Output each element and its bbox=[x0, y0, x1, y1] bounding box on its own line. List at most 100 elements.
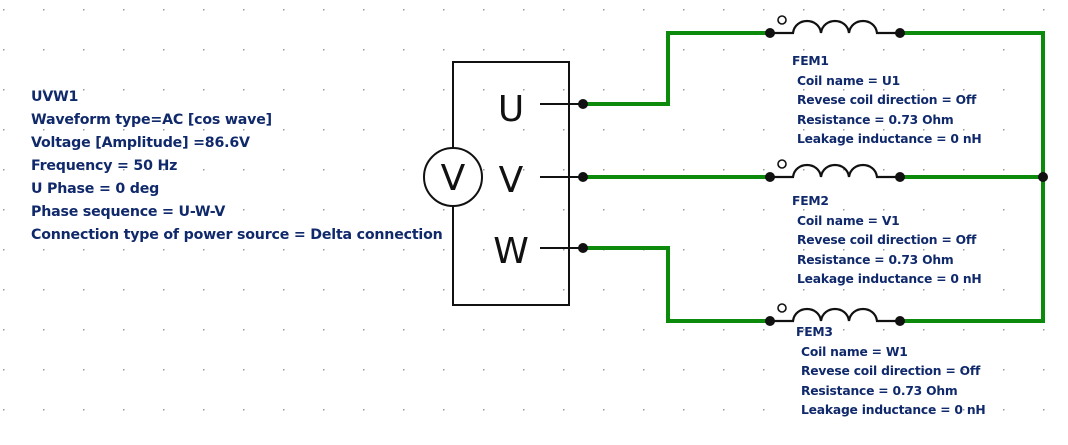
grid-dot bbox=[763, 369, 765, 371]
coil-terminal-in[interactable] bbox=[765, 28, 775, 38]
power-source-uvw1[interactable]: V U V W bbox=[423, 61, 583, 306]
grid-dot bbox=[683, 289, 685, 291]
grid-dot bbox=[203, 369, 205, 371]
coil-property: Revese coil direction = Off bbox=[801, 364, 981, 378]
grid-dot bbox=[1003, 369, 1005, 371]
terminal-dot-v[interactable] bbox=[578, 172, 588, 182]
grid-dot bbox=[483, 249, 485, 251]
grid-dot bbox=[683, 129, 685, 131]
junction-dot-bus[interactable] bbox=[1038, 172, 1048, 182]
grid-dot bbox=[163, 49, 165, 51]
grid-dot bbox=[243, 409, 245, 411]
grid-dot bbox=[683, 329, 685, 331]
grid-dot bbox=[363, 129, 365, 131]
grid-dot bbox=[443, 9, 445, 11]
terminal-dot-w[interactable] bbox=[578, 243, 588, 253]
grid-dot bbox=[3, 329, 5, 331]
wire-u[interactable] bbox=[583, 31, 770, 106]
coil-label-fem2[interactable]: FEM2 Coil name = V1 Revese coil directio… bbox=[792, 192, 982, 290]
grid-dot bbox=[243, 9, 245, 11]
grid-dot bbox=[883, 169, 885, 171]
grid-dot bbox=[403, 409, 405, 411]
grid-dot bbox=[803, 49, 805, 51]
grid-dot bbox=[123, 169, 125, 171]
grid-dot bbox=[723, 329, 725, 331]
grid-dot bbox=[763, 249, 765, 251]
grid-dot bbox=[963, 409, 965, 411]
grid-dot bbox=[83, 89, 85, 91]
coil-symbol-fem3[interactable] bbox=[765, 303, 905, 326]
grid-dot bbox=[43, 89, 45, 91]
grid-dot bbox=[723, 249, 725, 251]
grid-dot bbox=[283, 329, 285, 331]
grid-dot bbox=[363, 49, 365, 51]
grid-dot bbox=[563, 409, 565, 411]
grid-dot bbox=[123, 249, 125, 251]
grid-dot bbox=[523, 369, 525, 371]
grid-dot bbox=[43, 409, 45, 411]
grid-dot bbox=[523, 209, 525, 211]
grid-dot bbox=[603, 329, 605, 331]
grid-dot bbox=[523, 89, 525, 91]
grid-dot bbox=[763, 89, 765, 91]
grid-dot bbox=[923, 49, 925, 51]
grid-dot bbox=[803, 9, 805, 11]
grid-dot bbox=[403, 89, 405, 91]
coil-terminal-in[interactable] bbox=[765, 316, 775, 326]
coil-property: Coil name = U1 bbox=[797, 73, 900, 88]
grid-dot bbox=[163, 409, 165, 411]
grid-dot bbox=[363, 289, 365, 291]
grid-dot bbox=[523, 129, 525, 131]
grid-dot bbox=[883, 209, 885, 211]
grid-dot bbox=[3, 9, 5, 11]
grid-dot bbox=[243, 249, 245, 251]
grid-dot bbox=[163, 209, 165, 211]
grid-dot bbox=[483, 89, 485, 91]
grid-dot bbox=[443, 89, 445, 91]
coil-property: Revese coil direction = Off bbox=[797, 233, 977, 247]
grid-dot bbox=[563, 289, 565, 291]
coil-symbol-fem2[interactable] bbox=[765, 159, 905, 182]
grid-dot bbox=[283, 9, 285, 11]
coil-label-fem1[interactable]: FEM1 Coil name = U1 Revese coil directio… bbox=[792, 52, 982, 150]
grid-dot bbox=[83, 49, 85, 51]
grid-dot bbox=[283, 289, 285, 291]
source-voltage-amplitude: Voltage [Amplitude] =86.6V bbox=[31, 135, 250, 151]
grid-dot bbox=[83, 329, 85, 331]
grid-dot bbox=[723, 89, 725, 91]
grid-dot bbox=[483, 169, 485, 171]
grid-dot bbox=[883, 329, 885, 331]
grid-dot bbox=[363, 9, 365, 11]
grid-dot bbox=[923, 89, 925, 91]
coil-label-fem3[interactable]: FEM3 Coil name = W1 Revese coil directio… bbox=[796, 323, 986, 421]
grid-dot bbox=[803, 369, 805, 371]
coil-property: Resistance = 0.73 Ohm bbox=[797, 112, 954, 127]
grid-dot bbox=[763, 129, 765, 131]
coil-property: Coil name = W1 bbox=[801, 344, 908, 359]
grid-dot bbox=[403, 49, 405, 51]
terminal-dot-u[interactable] bbox=[578, 99, 588, 109]
wire-w[interactable] bbox=[583, 246, 770, 323]
coil-terminal-in[interactable] bbox=[765, 172, 775, 182]
grid-dot bbox=[923, 129, 925, 131]
coil-terminal-out[interactable] bbox=[895, 172, 905, 182]
grid-dot bbox=[483, 369, 485, 371]
grid-dot bbox=[203, 289, 205, 291]
grid-dot bbox=[763, 49, 765, 51]
coil-property: Resistance = 0.73 Ohm bbox=[801, 383, 958, 398]
grid-dot bbox=[643, 289, 645, 291]
grid-dot bbox=[803, 209, 805, 211]
grid-dot bbox=[83, 289, 85, 291]
source-properties-label[interactable]: UVW1 Waveform type=AC [cos wave] Voltage… bbox=[31, 86, 443, 247]
coil-terminal-out[interactable] bbox=[895, 28, 905, 38]
grid-dot bbox=[643, 49, 645, 51]
coil-symbol-fem1[interactable] bbox=[765, 15, 905, 38]
grid-dot bbox=[603, 289, 605, 291]
grid-dot bbox=[243, 129, 245, 131]
grid-dot bbox=[843, 369, 845, 371]
coil-terminal-out[interactable] bbox=[895, 316, 905, 326]
terminal-label-w: W bbox=[493, 231, 529, 272]
coil-name-title: FEM2 bbox=[792, 194, 829, 208]
grid-dot bbox=[963, 89, 965, 91]
